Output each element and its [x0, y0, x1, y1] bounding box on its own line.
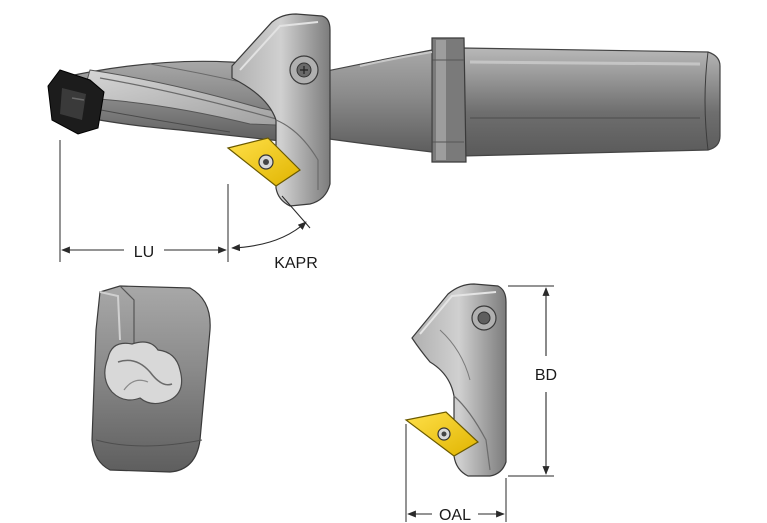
- detail-screw-icon: [471, 305, 497, 331]
- detail-insert: [404, 411, 479, 457]
- dimension-lu-label: LU: [134, 244, 154, 261]
- drill-tip: [47, 69, 105, 135]
- drill-flange: [431, 37, 467, 163]
- dimension-bd: BD: [508, 285, 557, 477]
- drill-insert: [226, 137, 301, 187]
- dimension-kapr: KAPR: [231, 195, 318, 272]
- dimension-oal: OAL: [405, 424, 507, 523]
- drill-cartridge: [231, 13, 331, 207]
- dimension-lu: LU: [59, 140, 229, 262]
- dimension-oal-label: OAL: [439, 507, 471, 523]
- cartridge-screw-icon: [289, 55, 319, 85]
- drill-neck: [321, 49, 433, 153]
- dimension-bd-label: BD: [535, 367, 557, 384]
- drill-end-view: [91, 285, 211, 473]
- drill-shank: [461, 47, 721, 157]
- drill-assembly: [47, 13, 721, 207]
- end-view-flute: [104, 341, 183, 405]
- dimension-kapr-label: KAPR: [274, 255, 318, 272]
- cartridge-detail-view: [404, 283, 507, 477]
